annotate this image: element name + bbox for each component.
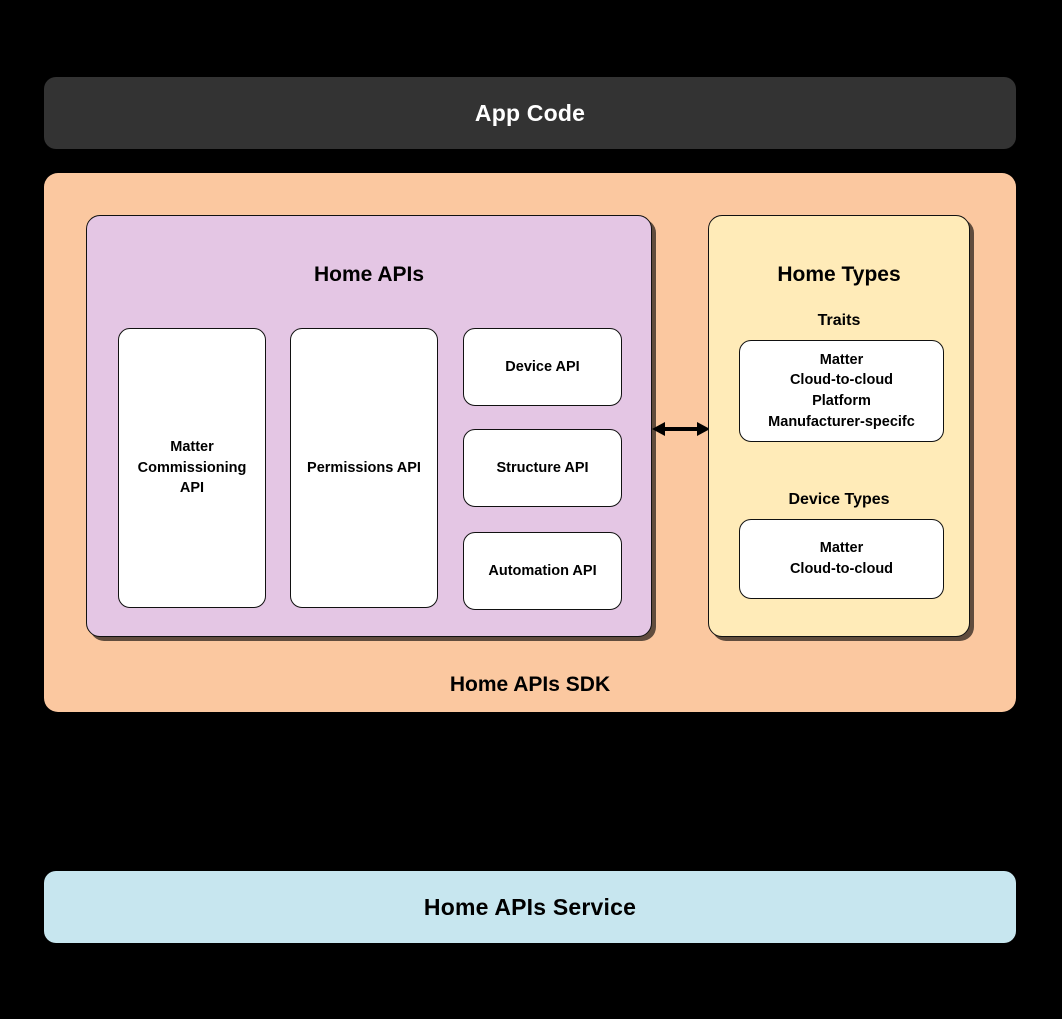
app-code-label: App Code	[474, 99, 586, 126]
traits-item: Platform	[812, 393, 871, 409]
home-types-group: Home Types Traits Matter Cloud-to-cloud …	[708, 215, 970, 637]
traits-label: Traits	[817, 312, 861, 329]
matter-commissioning-api-box[interactable]: Matter Commissioning API	[118, 328, 266, 608]
home-apis-service-block: Home APIs Service	[44, 871, 1016, 943]
device-types-box[interactable]: Matter Cloud-to-cloud	[739, 519, 944, 599]
traits-item: Cloud-to-cloud	[789, 372, 894, 389]
device-types-item: Matter	[819, 540, 864, 557]
traits-item: Manufacturer-specifc	[768, 413, 915, 430]
home-apis-service-label: Home APIs Service	[423, 893, 637, 920]
home-apis-title: Home APIs	[313, 263, 425, 286]
device-types-item: Cloud-to-cloud	[789, 561, 894, 577]
structure-api-box[interactable]: Structure API	[463, 429, 622, 507]
app-code-block: App Code	[44, 77, 1016, 149]
traits-box[interactable]: Matter Cloud-to-cloud Platform Manufactu…	[739, 340, 944, 442]
traits-item: Matter	[819, 351, 864, 368]
permissions-api-box[interactable]: Permissions API	[290, 328, 438, 608]
home-apis-sdk-caption: Home APIs SDK	[449, 673, 611, 696]
home-apis-group: Home APIs Matter Commissioning API Permi…	[86, 215, 652, 637]
home-types-title: Home Types	[777, 263, 901, 286]
automation-api-box[interactable]: Automation API	[463, 532, 622, 610]
device-types-label: Device Types	[788, 491, 890, 508]
device-api-box[interactable]: Device API	[463, 328, 622, 406]
home-apis-sdk-panel: Home APIs Matter Commissioning API Permi…	[44, 173, 1016, 712]
bidirectional-arrow-icon	[652, 417, 710, 441]
